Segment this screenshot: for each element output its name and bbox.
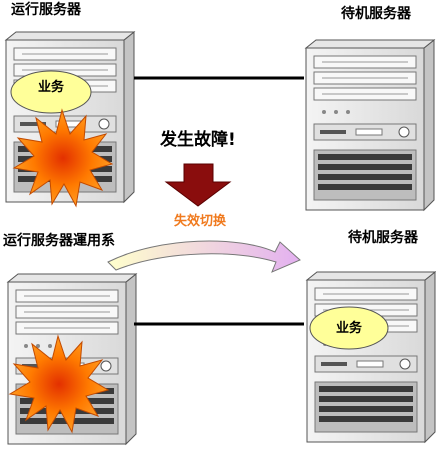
top-standby-server-label: 待机服务器: [341, 6, 411, 22]
bottom-standby-server: [306, 271, 436, 443]
fault-occurred-label: 发生故障!: [160, 130, 236, 150]
top-business-bubble: 业务: [10, 70, 92, 114]
bottom-business-label: 业务: [336, 320, 363, 336]
bottom-business-bubble: 业务: [309, 306, 389, 350]
top-standby-server: [305, 39, 435, 211]
fault-down-arrow: [164, 163, 232, 207]
failover-arc-arrow: [107, 240, 301, 273]
top-active-server-label: 运行服务器: [11, 2, 81, 18]
top-business-label: 业务: [38, 79, 65, 95]
failover-label: 失效切换: [174, 214, 227, 229]
bottom-standby-server-label: 待机服务器: [348, 230, 418, 246]
bottom-active-server-label: 运行服务器運用系: [3, 233, 115, 249]
